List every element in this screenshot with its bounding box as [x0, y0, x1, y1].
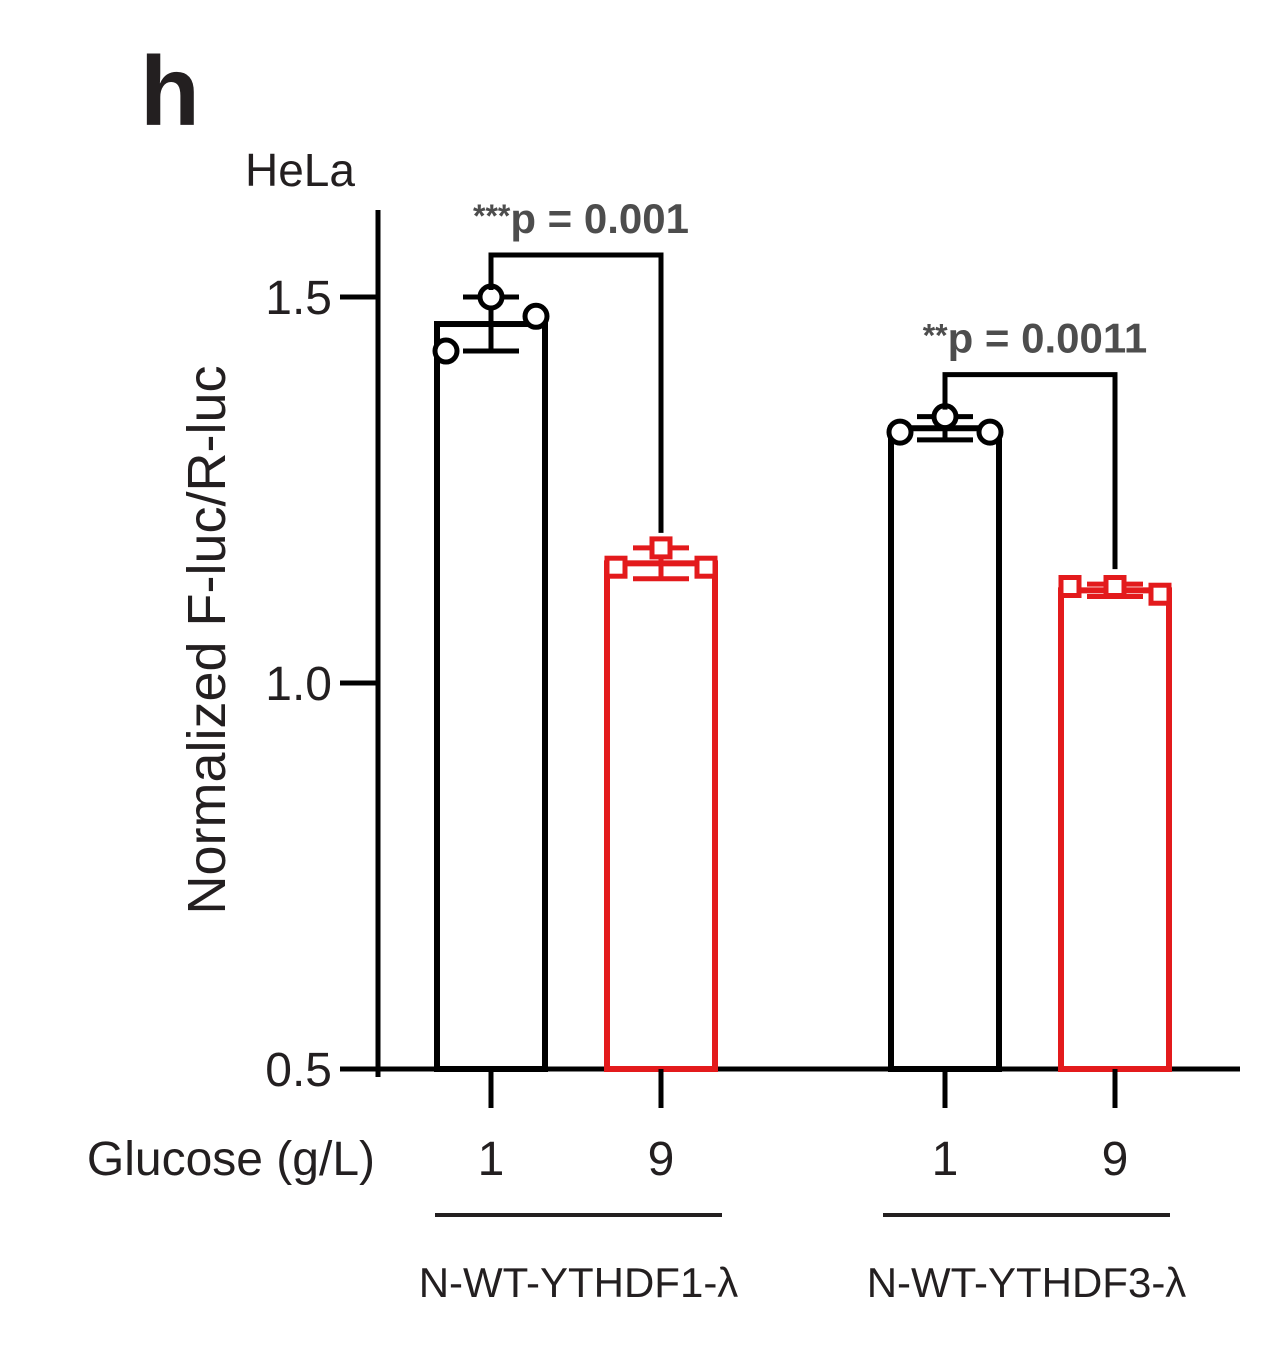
x-tick-label: 1	[478, 1133, 505, 1186]
significance-bracket	[488, 252, 664, 533]
cell-line-label: HeLa	[245, 144, 355, 196]
significance-stars: **	[923, 318, 948, 354]
group-label: N-WT-YTHDF1-λ	[419, 1259, 739, 1306]
bar	[434, 321, 548, 1072]
significance-bracket	[942, 372, 1118, 570]
panel-letter: h	[140, 36, 200, 146]
data-point	[886, 418, 914, 446]
x-tick-label: 9	[648, 1133, 675, 1186]
bar	[888, 425, 1002, 1072]
significance-stars: ***	[473, 198, 511, 234]
x-axis-label: Glucose (g/L)	[87, 1133, 375, 1186]
data-point	[976, 418, 1004, 446]
group-label: N-WT-YTHDF3-λ	[867, 1259, 1187, 1306]
data-point	[1148, 582, 1172, 606]
significance-label: ***p = 0.001	[473, 195, 689, 242]
y-tick-label: 1.5	[265, 272, 332, 325]
data-point	[1058, 575, 1082, 598]
data-point	[649, 536, 673, 560]
data-point	[522, 302, 550, 330]
x-tick-label: 1	[932, 1133, 959, 1186]
x-tick-label: 9	[1102, 1133, 1129, 1186]
y-tick-label: 0.5	[265, 1044, 332, 1097]
y-axis-label: Normalized F-luc/R-luc	[177, 365, 237, 914]
significance-label: **p = 0.0011	[923, 315, 1148, 362]
data-point	[694, 555, 718, 579]
bar	[1058, 587, 1172, 1072]
significance-pvalue: p = 0.0011	[948, 315, 1148, 362]
bar	[604, 560, 718, 1073]
y-tick-label: 1.0	[265, 658, 332, 711]
data-point	[432, 337, 460, 365]
data-point	[1103, 575, 1127, 598]
data-point	[604, 555, 628, 579]
significance-pvalue: p = 0.001	[510, 195, 689, 242]
